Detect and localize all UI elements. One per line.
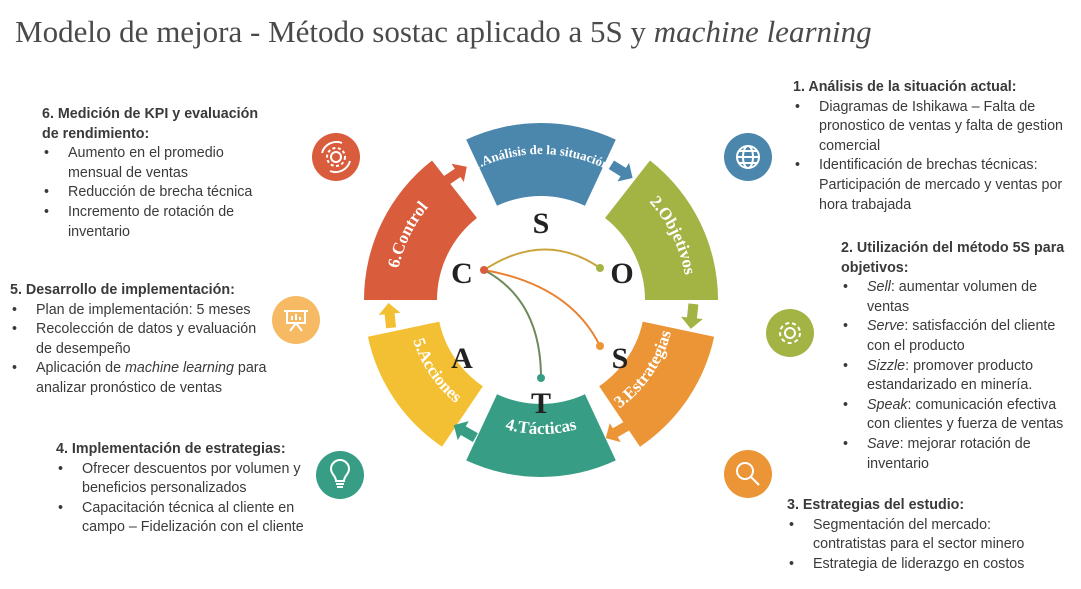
segment-3[interactable] [599,321,715,447]
link-dot [480,266,488,274]
sostac-letter: T [531,387,551,420]
cycle-gear-icon [312,133,360,181]
sostac-letter: S [533,207,550,240]
segment-1[interactable] [466,123,616,206]
block-heading: 4. Implementación de estrategias: [56,441,286,457]
sostac-letter: O [610,257,633,290]
block-heading: 2. Utilización del método 5S para objeti… [841,240,1065,276]
list-item: Diagramas de Ishikawa – Falta de pronost… [793,98,1078,157]
sostac-letter: C [451,257,473,290]
segment-6[interactable] [364,160,477,300]
list-item: Segmentación del mercado: contratistas p… [787,516,1067,555]
list-item: Capacitación técnica al cliente en campo… [56,499,316,538]
list-item: Aumento en el promedio mensual de ventas [42,144,272,183]
segment-2[interactable] [605,160,718,300]
link-dot [537,374,545,382]
sostac-letter: S [612,342,629,375]
list-item: Identificación de brechas técnicas: Part… [793,156,1078,215]
block-heading: 1. Análisis de la situación actual: [793,79,1017,95]
flow-arrow-icon [605,421,630,443]
link-dot [596,264,604,272]
search-icon [724,450,772,498]
block-heading: 3. Estrategias del estudio: [787,497,965,513]
presentation-icon [272,296,320,344]
lightbulb-icon [316,451,364,499]
page-title: Modelo de mejora - Método sostac aplicad… [15,14,872,49]
segment-4[interactable] [466,394,616,477]
list-item: Serve: satisfacción del cliente con el p… [841,317,1081,356]
link-c-o [483,248,601,271]
list-item: Plan de implementación: 5 meses [10,301,272,321]
list-item: Reducción de brecha técnica [42,183,272,203]
block-estrategias: 3. Estrategias del estudio: Segmentación… [787,496,1067,574]
list-item: Incremento de rotación de inventario [42,203,272,242]
block-heading: 6. Medición de KPI y evaluación de rendi… [42,106,259,142]
link-dot [596,342,604,350]
list-item: Estrategia de liderazgo en costos [787,555,1067,575]
block-heading: 5. Desarrollo de implementación: [10,282,235,298]
block-5s: 2. Utilización del método 5S para objeti… [841,239,1081,474]
list-item: Speak: comunicación efectiva con cliente… [841,396,1081,435]
segment-5[interactable] [367,321,483,447]
flow-arrow-icon [443,163,467,185]
flow-arrow-icon [681,303,703,329]
flow-arrow-icon [453,421,478,442]
block-desarrollo: 5. Desarrollo de implementación: Plan de… [10,281,272,399]
flow-arrow-icon [378,302,401,329]
gear-icon [766,309,814,357]
sostac-letter: A [451,342,473,375]
globe-icon [724,133,772,181]
link-c-s [483,269,601,347]
block-analisis: 1. Análisis de la situación actual: Diag… [793,78,1078,215]
list-item: Sell: aumentar volumen de ventas [841,278,1081,317]
block-implementacion-estrategias: 4. Implementación de estrategias: Ofrece… [56,440,316,538]
segment-label: 4.Tácticas [504,414,579,438]
list-item: Ofrecer descuentos por volumen y benefic… [56,460,316,499]
flow-arrow-icon [608,160,633,182]
list-item: Aplicación de machine learning para anal… [10,359,272,398]
list-item: Sizzle: promover producto estandarizado … [841,357,1081,396]
block-kpi: 6. Medición de KPI y evaluación de rendi… [42,105,272,242]
list-item: Save: mejorar rotación de inventario [841,435,1081,474]
link-c-t [483,269,542,379]
list-item: Recolección de datos y evaluación de des… [10,320,272,359]
